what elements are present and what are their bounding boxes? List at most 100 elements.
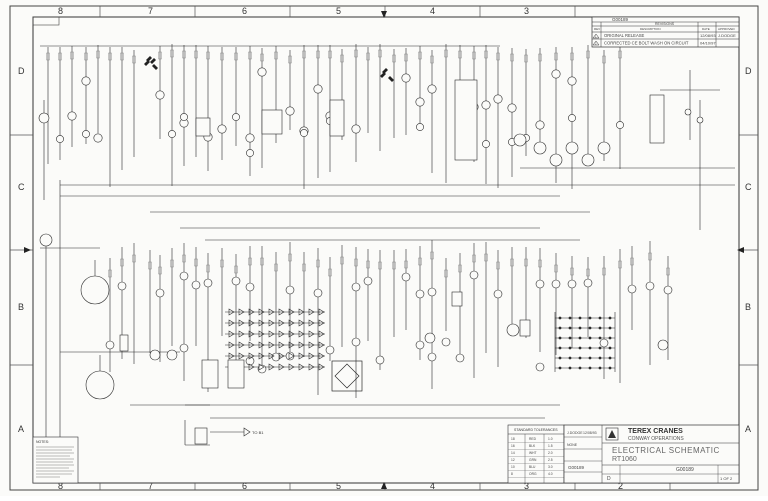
wire-table-cell: 1.0 bbox=[548, 437, 553, 441]
scale-value: NONE bbox=[567, 443, 578, 447]
zone-col-bottom: 7 bbox=[148, 481, 153, 491]
junction-dot bbox=[588, 336, 592, 340]
diode-symbol bbox=[258, 363, 265, 371]
wire-label-mark bbox=[472, 254, 476, 263]
ground-reference: TO B1 bbox=[210, 427, 264, 437]
center-arrow-right bbox=[737, 247, 744, 253]
lamp-symbol bbox=[567, 279, 577, 289]
component-symbol bbox=[179, 343, 189, 353]
component-symbol bbox=[427, 84, 437, 94]
lamp-symbol bbox=[627, 284, 637, 294]
lamp-symbol bbox=[427, 287, 437, 297]
diode-symbol bbox=[278, 319, 285, 327]
wire-table-cell: 2.0 bbox=[548, 451, 553, 455]
diode-symbol bbox=[228, 341, 235, 349]
zone-row-right: A bbox=[745, 424, 751, 434]
junction-dot bbox=[598, 316, 602, 320]
lamp-symbol bbox=[363, 276, 373, 286]
zone-col-top: 7 bbox=[148, 6, 153, 16]
component-symbol bbox=[313, 84, 323, 94]
junction-dot bbox=[598, 326, 602, 330]
wire-label-mark bbox=[248, 51, 252, 60]
ground-label: TO B1 bbox=[252, 430, 264, 435]
gauge-symbol bbox=[39, 233, 53, 247]
wire-label-mark bbox=[444, 269, 448, 278]
diode-symbol bbox=[288, 308, 295, 316]
wire-label-mark bbox=[316, 50, 320, 59]
lamp-symbol bbox=[168, 130, 176, 138]
wire-label-mark bbox=[484, 253, 488, 262]
wire-label-mark bbox=[586, 268, 590, 277]
drawn-date: 12/08/93 bbox=[583, 431, 597, 435]
revision-col-rev: REV bbox=[594, 27, 600, 31]
zone-row-left: B bbox=[18, 302, 24, 312]
wire-label-mark bbox=[182, 50, 186, 59]
wire-label-mark bbox=[392, 261, 396, 270]
lamp-symbol bbox=[82, 130, 90, 138]
junction-dot bbox=[578, 326, 582, 330]
wire-label-mark bbox=[158, 266, 162, 275]
wire-label-mark bbox=[510, 258, 514, 267]
wire-label-mark bbox=[354, 258, 358, 267]
wire-label-mark bbox=[288, 253, 292, 262]
wire-label-mark bbox=[630, 257, 634, 266]
junction-dot bbox=[598, 346, 602, 350]
component-symbol bbox=[155, 90, 165, 100]
zone-col-bottom: 5 bbox=[336, 481, 341, 491]
wire-label-mark bbox=[70, 51, 74, 60]
diode-symbol bbox=[228, 352, 235, 360]
component-symbol bbox=[535, 362, 545, 372]
fuse-box bbox=[451, 291, 463, 307]
lamp-symbol bbox=[179, 271, 189, 281]
wire-label-mark bbox=[120, 52, 124, 61]
revision-date: 04/10/97 bbox=[700, 41, 716, 46]
wire-label-mark bbox=[340, 256, 344, 265]
wire-label-mark bbox=[538, 53, 542, 62]
component-symbol bbox=[217, 124, 227, 134]
fuse-box bbox=[119, 334, 129, 352]
junction-dot bbox=[558, 326, 562, 330]
component-symbol bbox=[245, 133, 255, 143]
relay-box bbox=[261, 109, 283, 135]
wire-label-mark bbox=[648, 252, 652, 261]
motor-symbol bbox=[80, 275, 110, 305]
component-symbol bbox=[401, 73, 411, 83]
lamp-symbol bbox=[285, 285, 295, 295]
lamp-symbol bbox=[191, 280, 201, 290]
junction-dot bbox=[558, 346, 562, 350]
lamp-symbol bbox=[583, 278, 593, 288]
junction-dot bbox=[558, 336, 562, 340]
wire-label-mark bbox=[260, 53, 264, 62]
company-name: TEREX CRANES bbox=[628, 428, 683, 435]
diode-symbol bbox=[308, 363, 315, 371]
revision-col-date: DATE bbox=[702, 27, 710, 31]
lamp-symbol bbox=[231, 276, 241, 286]
wire-table-cell: 3.0 bbox=[548, 465, 553, 469]
wire-table-cell: WHT bbox=[529, 451, 537, 455]
solenoid-symbol bbox=[549, 153, 563, 167]
wire-label-mark bbox=[158, 51, 162, 60]
lamp-symbol bbox=[568, 114, 576, 122]
lamp-symbol bbox=[401, 272, 411, 282]
diode-symbol bbox=[288, 319, 295, 327]
wire-label-mark bbox=[220, 259, 224, 268]
title-block: TEREX CRANES CONWAY OPERATIONS ELECTRICA… bbox=[563, 424, 740, 484]
wire-label-mark bbox=[328, 50, 332, 59]
wire-label-mark bbox=[602, 55, 606, 64]
diode-symbol bbox=[238, 308, 245, 316]
junction-dot bbox=[588, 326, 592, 330]
zone-col-bottom: 8 bbox=[58, 481, 63, 491]
wire-label-mark bbox=[538, 259, 542, 268]
drawing-tab bbox=[32, 16, 60, 26]
diode-symbol bbox=[258, 341, 265, 349]
component-symbol bbox=[493, 94, 503, 104]
junction-dot bbox=[568, 326, 572, 330]
junction-dot bbox=[568, 356, 572, 360]
wire-table-cell: 4.0 bbox=[548, 472, 553, 476]
lamp-symbol bbox=[535, 279, 545, 289]
wire-label-mark bbox=[524, 258, 528, 267]
wire-label-mark bbox=[472, 51, 476, 60]
lamp-symbol bbox=[246, 149, 254, 157]
component-symbol bbox=[415, 340, 425, 350]
